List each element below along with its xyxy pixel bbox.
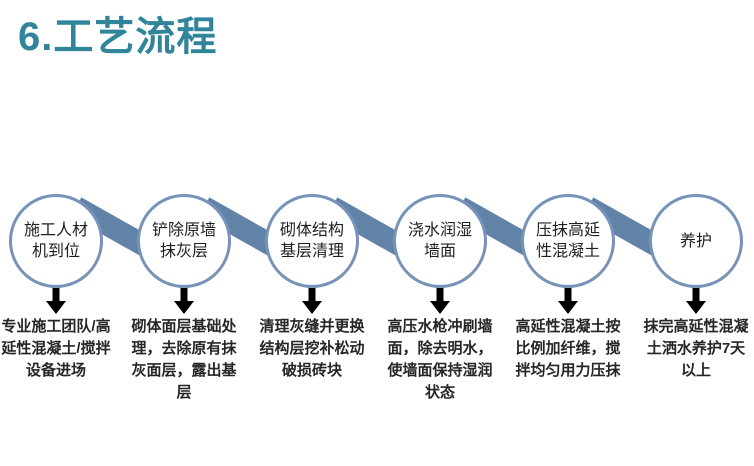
step-description: 高压水枪冲刷墙 面，除去明水， 使墙面保持湿润 状态 [387,318,493,401]
step-circle-6: 养护 [649,194,743,288]
step-circle-4: 浇水润湿 墙面 [393,194,487,288]
down-arrow-icon [302,288,322,314]
down-arrow-icon [558,288,578,314]
step-description: 高延性混凝土按 比例加纤维，搅 拌均匀用力压抹 [515,318,621,379]
down-arrow-icon [430,288,450,314]
step-description: 抹完高延性混凝 土洒水养护7天 以上 [643,318,749,379]
step-description: 专业施工团队/高 延性混凝土/搅拌 设备进场 [1,318,111,379]
step-label: 压抹高延 性混凝土 [535,222,600,260]
down-arrow-icon [174,288,194,314]
step-label: 施工人材 机到位 [23,222,88,260]
step-label: 铲除原墙 抹灰层 [151,222,216,260]
step-circle-3: 砌体结构 基层清理 [265,194,359,288]
step-circle-5: 压抹高延 性混凝土 [521,194,615,288]
down-arrow-icon [46,288,66,314]
step-description: 砌体面层基础处 理，去除原有抹 灰面层，露出基 层 [131,318,237,401]
down-arrow-icon [686,288,706,314]
page-title: 6.工艺流程 [18,15,218,59]
step-label: 砌体结构 基层清理 [279,222,344,260]
step-circle-1: 施工人材 机到位 [9,194,103,288]
step-label: 养护 [679,232,712,250]
step-description: 清理灰缝并更换 结构层挖补松动 破损砖块 [259,318,365,379]
step-circle-2: 铲除原墙 抹灰层 [137,194,231,288]
step-label: 浇水润湿 墙面 [407,222,472,260]
